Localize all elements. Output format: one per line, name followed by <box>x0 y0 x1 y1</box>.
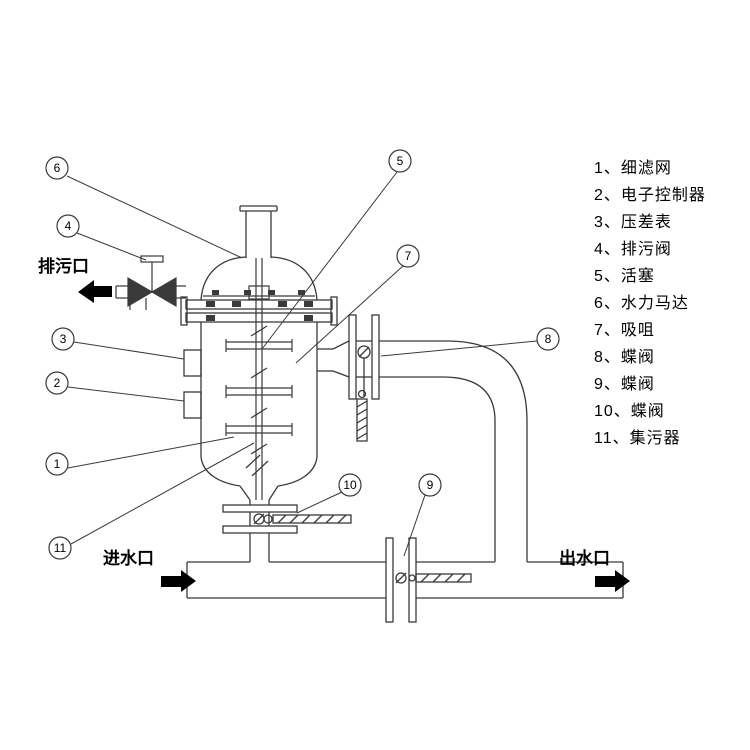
callout-3: 3 <box>51 327 75 351</box>
leader-3 <box>73 341 185 360</box>
callout-7-number: 7 <box>405 249 412 263</box>
callout-4-number: 4 <box>65 219 72 233</box>
hydraulic-motor-block <box>248 285 270 300</box>
drain-flow-arrow <box>78 280 112 303</box>
leader-9 <box>403 494 426 557</box>
flow-arrows <box>78 280 630 592</box>
legend-item: 11、集污器 <box>594 430 681 447</box>
bottom-main-pipe <box>186 561 624 599</box>
leader-1 <box>67 436 235 469</box>
legend-item: 3、压差表 <box>594 214 672 231</box>
valve9-flange-left <box>385 537 394 623</box>
leader-11 <box>70 442 255 545</box>
legend-item: 10、蝶阀 <box>594 403 665 420</box>
valve10-flange-top <box>222 504 298 513</box>
leader-6 <box>66 175 243 259</box>
callout-1: 1 <box>45 452 69 476</box>
parts-legend: 1、细滤网 2、电子控制器 3、压差表 4、排污阀 5、活塞 6、水力马达 7、… <box>594 155 706 452</box>
legend-item: 5、活塞 <box>594 268 655 285</box>
legend-item: 8、蝶阀 <box>594 349 655 366</box>
callout-11-number: 11 <box>54 541 67 555</box>
callout-9: 9 <box>418 473 442 497</box>
callout-4: 4 <box>56 214 80 238</box>
callout-bubbles: 6 4 3 2 1 11 5 7 <box>45 149 560 560</box>
drain-port-label: 排污口 <box>38 256 89 276</box>
callout-11: 11 <box>48 536 72 560</box>
piston-and-suction-assembly <box>225 258 293 500</box>
downpipe-valve10-assembly <box>222 500 352 562</box>
legend-item: 1、细滤网 <box>594 160 672 177</box>
callout-10: 10 <box>338 473 362 497</box>
controller-block <box>183 391 202 419</box>
leader-2 <box>67 386 185 402</box>
legend-item: 7、吸咀 <box>594 322 655 339</box>
callout-5-number: 5 <box>397 154 404 168</box>
callout-3-number: 3 <box>60 332 67 346</box>
valve9-handle <box>415 573 472 583</box>
legend-item: 2、电子控制器 <box>594 187 706 204</box>
valve-handwheel <box>140 255 164 263</box>
legend-item: 9、蝶阀 <box>594 376 655 393</box>
callout-7: 7 <box>396 244 420 268</box>
valve9-disc <box>395 572 407 584</box>
callout-8: 8 <box>536 327 560 351</box>
callout-9-number: 9 <box>427 478 434 492</box>
legend-item: 4、排污阀 <box>594 241 672 258</box>
callout-2-number: 2 <box>54 376 61 390</box>
valve8-flange-right <box>371 314 380 400</box>
leader-4 <box>76 232 147 261</box>
leader-7 <box>295 265 404 364</box>
callout-2: 2 <box>45 371 69 395</box>
callout-6: 6 <box>45 156 69 180</box>
valve10-flange-bottom <box>222 525 298 534</box>
leader-5 <box>261 171 398 350</box>
drain-valve-assembly <box>115 255 186 310</box>
inlet-port-label: 进水口 <box>103 548 154 568</box>
outlet-flow-arrow <box>595 570 630 592</box>
valve9-assembly <box>385 537 472 623</box>
legend-item: 6、水力马达 <box>594 295 689 312</box>
port-labels: 排污口 进水口 出水口 <box>38 256 610 568</box>
leader-8 <box>380 340 538 357</box>
outlet-port-label: 出水口 <box>559 548 610 568</box>
valve10-handle <box>272 514 352 524</box>
filter-vessel-body <box>180 205 338 501</box>
callout-6-number: 6 <box>54 161 61 175</box>
leader-10 <box>296 491 343 514</box>
inlet-flow-arrow <box>161 570 196 592</box>
valve8-flange-left <box>348 314 357 400</box>
pressure-gauge-block <box>183 349 202 377</box>
callout-10-number: 10 <box>343 478 357 492</box>
side-instrument-blocks <box>183 349 202 419</box>
valve8-handle <box>356 398 368 442</box>
flange-bolt-marks <box>206 290 313 321</box>
upper-outlet-piping <box>317 314 528 562</box>
callout-5: 5 <box>388 149 412 173</box>
callout-leader-lines <box>66 171 538 557</box>
callout-8-number: 8 <box>545 332 552 346</box>
callout-1-number: 1 <box>54 457 61 471</box>
